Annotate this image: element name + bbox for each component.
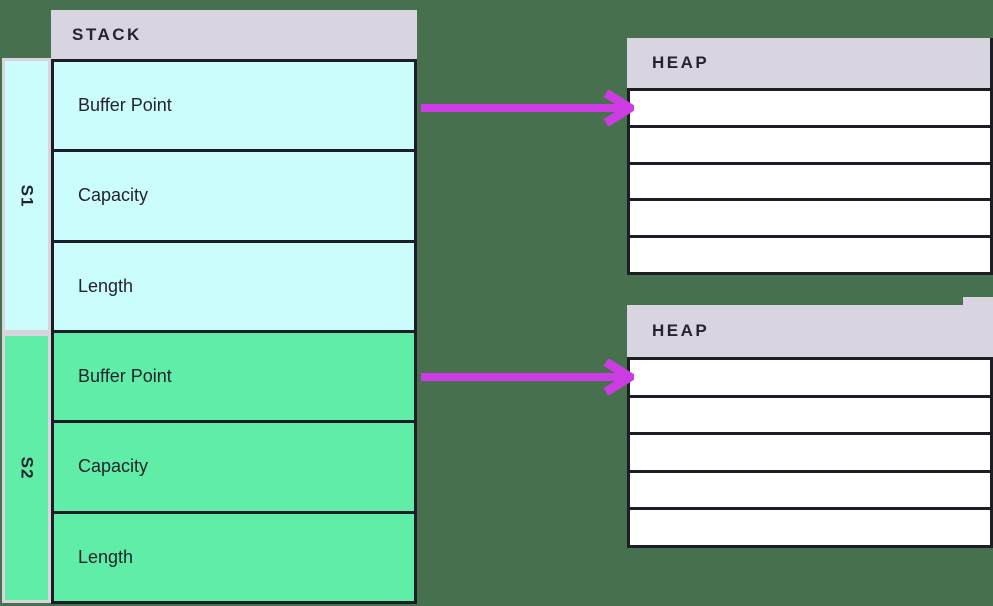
stack-group-s1-label: S1 — [2, 58, 51, 333]
arrow-s2-buffer-to-heap2 — [421, 359, 634, 395]
stack-row-s1-length: Length — [54, 242, 414, 333]
s2-label-text: S2 — [17, 456, 37, 480]
heap2-row-1 — [630, 360, 990, 398]
heap1-row-2 — [630, 127, 990, 165]
row-label: Buffer Point — [78, 95, 172, 116]
heap1-header: HEAP — [627, 38, 993, 88]
heap2-header: HEAP — [627, 305, 993, 357]
stack-title: STACK — [72, 24, 142, 44]
heap-table-1: HEAP — [627, 38, 993, 275]
heap1-rows — [627, 88, 993, 275]
heap1-row-3 — [630, 164, 990, 202]
stack-header: STACK — [51, 10, 417, 59]
heap2-row-3 — [630, 435, 990, 473]
heap2-title: HEAP — [652, 321, 710, 340]
row-label: Length — [78, 275, 134, 296]
row-label: Capacity — [78, 185, 149, 206]
heap2-row-5 — [630, 510, 990, 545]
heap2-row-4 — [630, 472, 990, 511]
row-label: Buffer Point — [78, 366, 172, 387]
stack-row-s1-capacity: Capacity — [54, 152, 414, 243]
row-label: Length — [78, 546, 134, 567]
arrow-s1-buffer-to-heap1 — [421, 90, 634, 126]
stack-group-s2-label: S2 — [2, 333, 51, 603]
heap2-row-2 — [630, 397, 990, 436]
s1-label-text: S1 — [17, 184, 37, 207]
stack-row-s2-length: Length — [54, 513, 414, 601]
heap2-rows — [627, 357, 993, 548]
stack-table: Buffer Point Capacity Length Buffer Poin… — [51, 59, 417, 604]
stack-row-s2-capacity: Capacity — [54, 423, 414, 514]
heap-table-2: HEAP — [627, 305, 993, 548]
stack-row-s1-buffer-point: Buffer Point — [54, 62, 414, 153]
stack-row-s2-buffer-point: Buffer Point — [54, 332, 414, 424]
heap1-row-1 — [630, 91, 990, 128]
heap1-title: HEAP — [652, 53, 710, 72]
heap1-row-5 — [630, 238, 990, 272]
heap1-row-4 — [630, 201, 990, 239]
row-label: Capacity — [78, 456, 149, 477]
